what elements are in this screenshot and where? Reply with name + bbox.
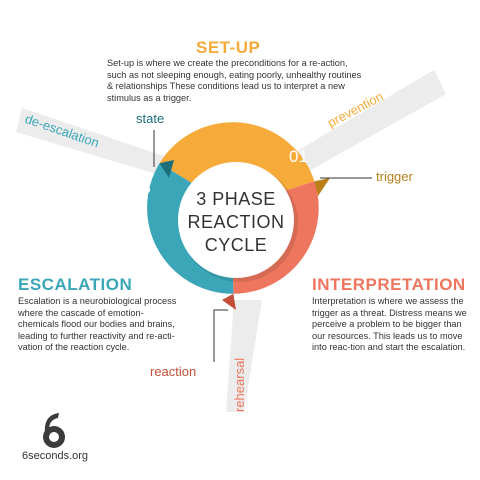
trigger-tab xyxy=(314,178,330,196)
prevention-streak xyxy=(285,70,446,176)
reaction-tab xyxy=(222,293,236,310)
phase-02-number: 02 xyxy=(237,257,256,276)
state-label: state xyxy=(136,111,165,126)
setup-description: Set-up is where we create the preconditi… xyxy=(107,58,362,103)
trigger-label: trigger xyxy=(376,169,413,184)
center-title-line1: 3 PHASE xyxy=(196,189,276,209)
center-title-line2: REACTION xyxy=(187,212,285,232)
reaction-label: reaction xyxy=(150,364,197,379)
six-seconds-logo-icon xyxy=(43,413,65,448)
interpretation-title: INTERPRETATION xyxy=(312,275,466,294)
interpretation-description: Interpretation is where we assess the tr… xyxy=(312,296,467,352)
center-circle xyxy=(178,162,294,278)
setup-title: SET-UP xyxy=(196,38,261,57)
escalation-description: Escalation is a neurobiological process … xyxy=(18,296,177,352)
center-title-line3: CYCLE xyxy=(204,235,268,255)
rehearsal-streak xyxy=(226,300,262,412)
rehearsal-label: rehearsal xyxy=(232,357,247,412)
center-title: 3 PHASE REACTION CYCLE xyxy=(178,188,294,257)
reaction-connector xyxy=(213,309,228,362)
de-escalation-streak xyxy=(16,108,182,178)
escalation-title: ESCALATION xyxy=(18,275,133,294)
phase-01-number: 01 xyxy=(289,147,308,166)
state-tab xyxy=(159,160,174,178)
phase-03-number: 03 xyxy=(132,178,151,197)
logo-text: 6seconds.org xyxy=(22,450,89,462)
